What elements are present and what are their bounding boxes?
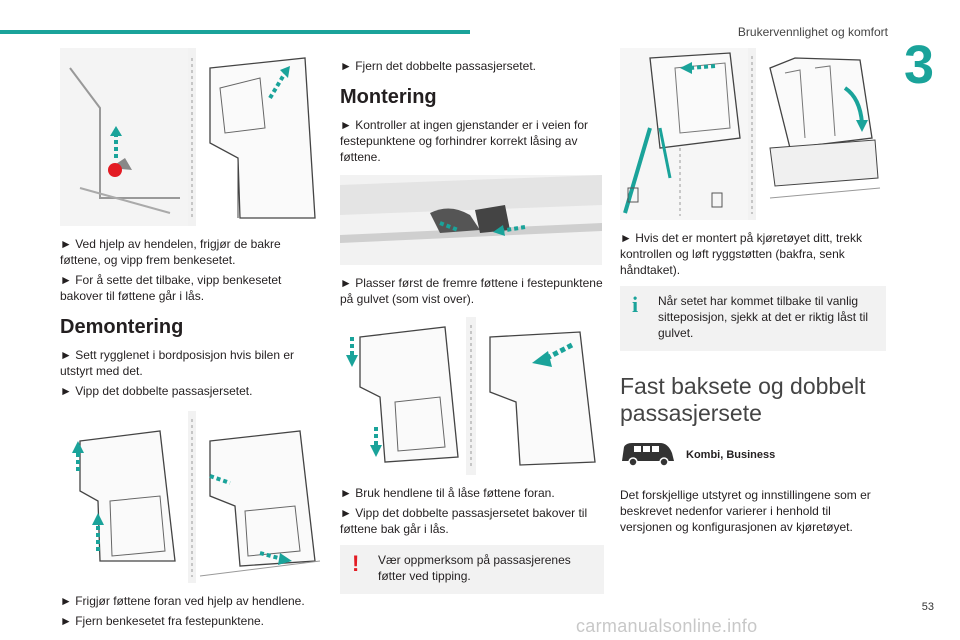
col1-text-1: ► Ved hjelp av hendelen, frigjør de bakr… — [60, 237, 281, 267]
variant-row: Kombi, Business — [620, 439, 886, 469]
illustration-floor-anchors — [340, 175, 602, 265]
seat-rear-lever-drawing — [60, 48, 324, 226]
col1-text-6: ► Fjern benkesetet fra festepunktene. — [60, 614, 264, 628]
col1-text-3: ► Sett rygglenet i bordposisjon hvis bil… — [60, 348, 294, 378]
heading-fast-baksete: Fast baksete og dobbelt passasjersete — [620, 373, 866, 426]
col2-text-2: ► Kontroller at ingen gjenstander er i v… — [340, 118, 589, 164]
warning-icon: ! — [352, 551, 360, 576]
info-icon: i — [632, 292, 639, 317]
col2-text-5: ► Vipp det dobbelte passasjersetet bakov… — [340, 506, 588, 536]
col3-text-1: ► Hvis det er montert på kjøretøyet ditt… — [620, 231, 862, 277]
page-number: 53 — [921, 601, 934, 613]
heading-montering: Montering — [340, 86, 437, 108]
col2-text-3: ► Plasser først de fremre føttene i fest… — [340, 276, 603, 306]
illustration-front-feet-release — [60, 411, 324, 583]
info-box: i Når setet har kommet tilbake til vanli… — [620, 286, 886, 351]
col1-text-2: ► For å sette det tilbake, vipp benkeset… — [60, 273, 282, 303]
col1-text-4: ► Vipp det dobbelte passasjersetet. — [60, 384, 253, 398]
warning-box: ! Vær oppmerksom på passasjerenes føtter… — [340, 545, 604, 594]
seat-front-lever-drawing — [60, 411, 324, 583]
watermark: carmanualsonline.info — [576, 616, 758, 636]
seat-placement-drawing — [340, 317, 602, 475]
column-1: ► Ved hjelp av hendelen, frigjør de bakr… — [60, 48, 324, 633]
heading-demontering: Demontering — [60, 316, 184, 338]
floor-anchor-drawing — [340, 175, 602, 243]
backrest-drawing — [620, 48, 886, 220]
van-icon — [622, 443, 674, 467]
column-2: ► Fjern det dobbelte passasjersetet. Mon… — [340, 48, 604, 594]
col2-text-1: ► Fjern det dobbelte passasjersetet. — [340, 59, 536, 73]
col3-text-2: Det forskjellige utstyret og innstilling… — [620, 488, 871, 534]
header-accent-bar — [0, 30, 470, 34]
col1-text-5: ► Frigjør føttene foran ved hjelp av hen… — [60, 594, 305, 608]
warning-text: Vær oppmerksom på passasjerenes føtter v… — [378, 553, 571, 583]
info-text: Når setet har kommet tilbake til vanlig … — [658, 294, 869, 340]
col2-text-4: ► Bruk hendlene til å låse føttene foran… — [340, 486, 555, 500]
column-3: ► Hvis det er montert på kjøretøyet ditt… — [620, 48, 886, 539]
variant-label: Kombi, Business — [686, 449, 776, 461]
illustration-raise-backrest — [620, 48, 886, 220]
illustration-rear-feet-release — [60, 48, 324, 226]
section-title: Brukervennlighet og komfort — [737, 25, 888, 39]
illustration-place-front-feet — [340, 317, 602, 475]
chapter-number: 3 — [903, 35, 934, 95]
